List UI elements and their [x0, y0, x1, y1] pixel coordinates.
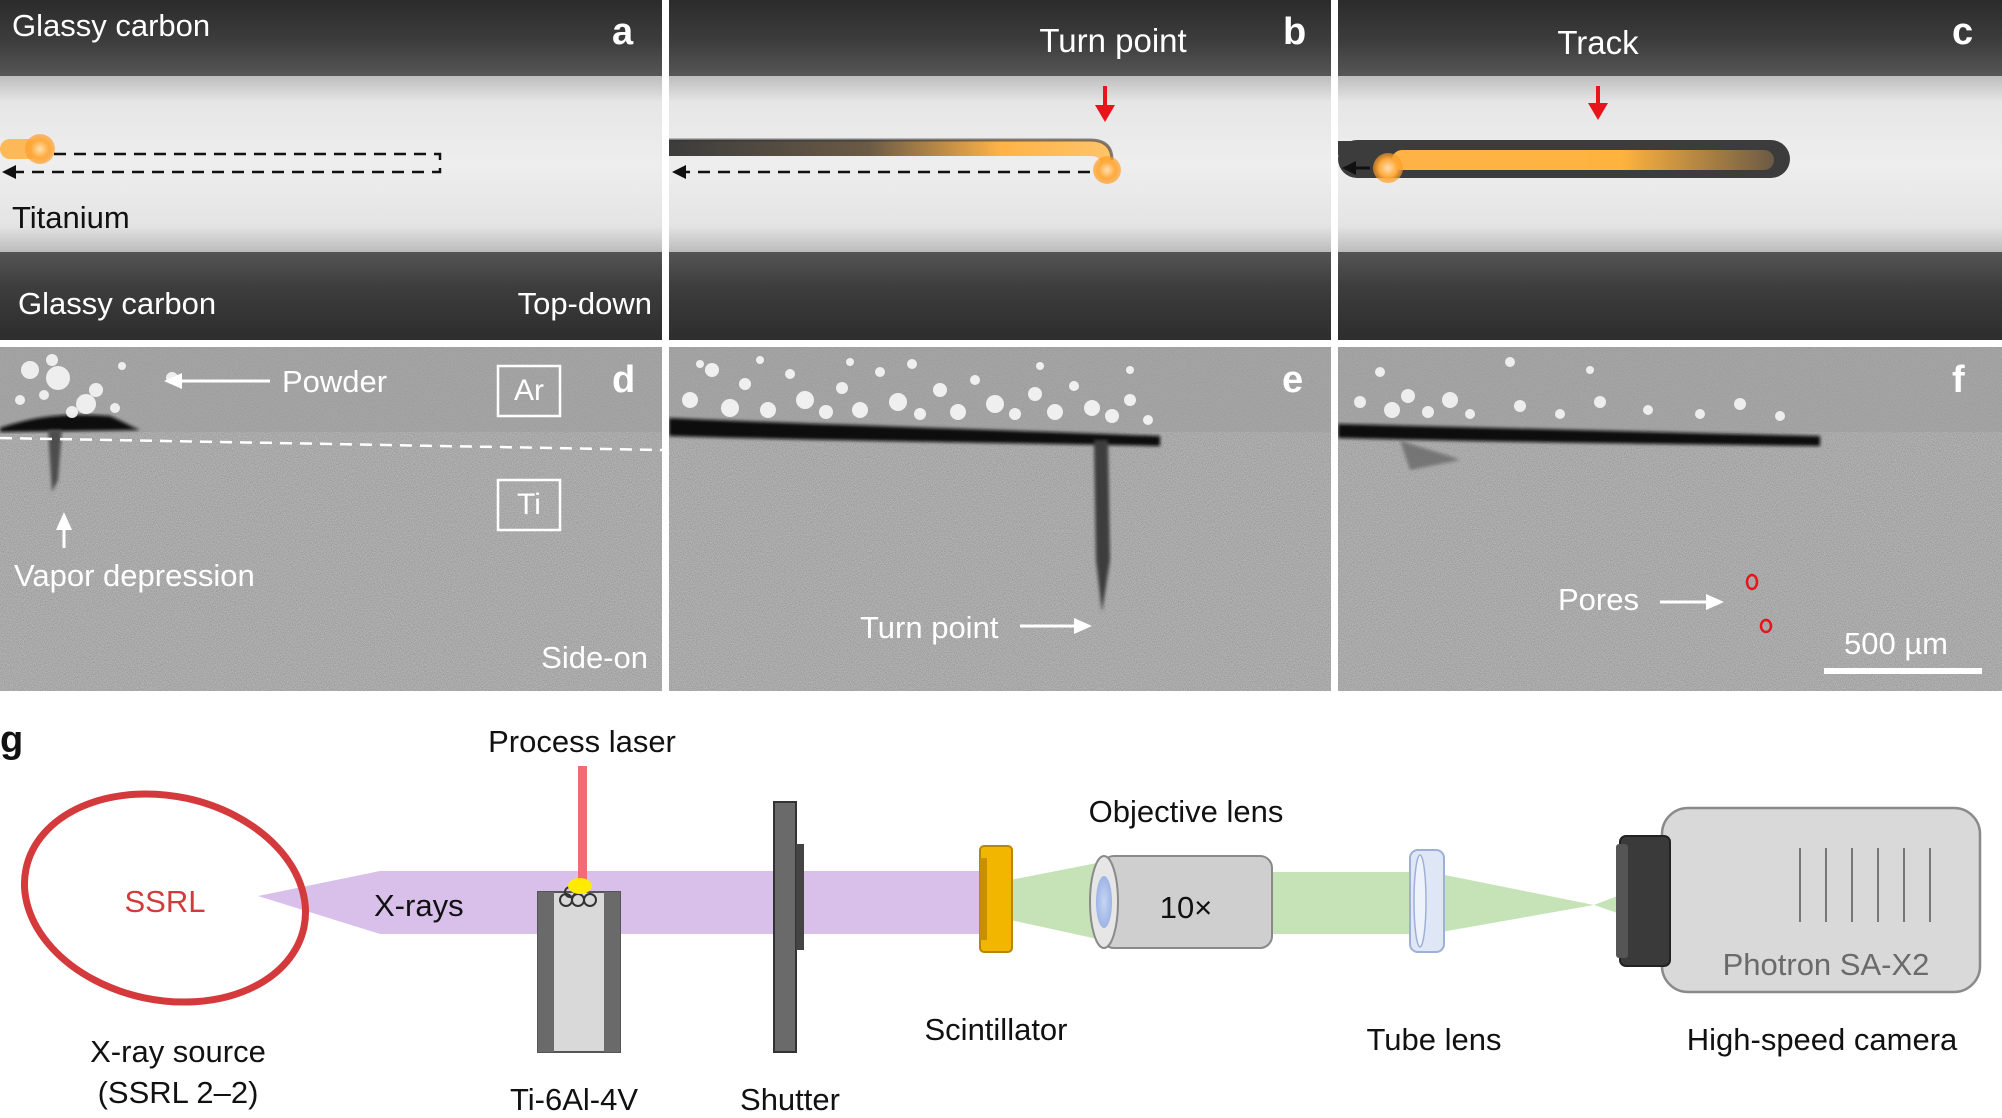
scan-arrowhead-c	[1342, 161, 1356, 175]
visible-beam-objective	[1010, 862, 1102, 940]
panel-letter-a: a	[612, 11, 634, 53]
ti-box	[496, 478, 562, 532]
panel-letter-e: e	[1282, 359, 1303, 401]
visible-beam-tube	[1430, 872, 1594, 934]
panel-letter-f: f	[1952, 359, 1965, 401]
interface-dashed-line	[0, 436, 662, 452]
label-camera-model: Photron SA-X2	[1723, 947, 1930, 982]
sample-holder[interactable]	[537, 878, 621, 1053]
label-glassy-carbon-top: Glassy carbon	[12, 8, 210, 43]
label-sample: Ti-6Al-4V	[510, 1082, 638, 1117]
shutter[interactable]	[773, 801, 804, 1053]
panel-c: Track c	[1338, 0, 2002, 340]
label-magnification: 10×	[1160, 890, 1213, 925]
panel-g: g SSRL X-rays X-ray source (SSRL 2–2) Pr…	[0, 719, 1982, 1117]
label-glassy-carbon-bottom: Glassy carbon	[18, 286, 216, 321]
label-vapor-depression: Vapor depression	[14, 558, 255, 593]
panel-letter-c: c	[1952, 11, 1973, 53]
powder-arrow	[164, 373, 270, 389]
label-titanium: Titanium	[12, 200, 130, 235]
track-arrow	[1588, 86, 1608, 120]
pore-marker	[1759, 618, 1773, 634]
label-source-line2: (SSRL 2–2)	[98, 1075, 259, 1110]
label-process-laser: Process laser	[488, 724, 676, 759]
scale-bar	[1824, 668, 1982, 674]
turn-point-e-arrow	[1020, 618, 1092, 634]
turn-point-arrow	[1095, 86, 1115, 122]
panel-f: Pores f 500 µm	[1338, 347, 2002, 691]
scale-bar-label: 500 µm	[1844, 626, 1948, 661]
panel-b: Turn point b	[669, 0, 1331, 340]
visible-beam-middle	[1270, 872, 1430, 934]
label-scintillator: Scintillator	[925, 1012, 1068, 1047]
camera-vent-lines	[1799, 848, 1931, 922]
xray-source-ring[interactable]	[5, 769, 325, 1028]
label-xrays: X-rays	[374, 888, 464, 923]
panel-a: Glassy carbon a Titanium Glassy carbon T…	[0, 0, 662, 340]
label-pores: Pores	[1558, 582, 1639, 617]
label-turn-point-e: Turn point	[860, 610, 999, 645]
title-turn-point: Turn point	[1039, 22, 1186, 59]
melt-spot-b	[1093, 156, 1121, 184]
label-ar: Ar	[514, 374, 544, 407]
tube-lens[interactable]	[1409, 849, 1445, 953]
label-ssrl: SSRL	[125, 884, 206, 919]
title-track: Track	[1557, 24, 1639, 61]
pores-arrow	[1660, 594, 1724, 610]
scan-arrowhead-a	[2, 165, 16, 179]
pore-marker	[1745, 573, 1759, 591]
melt-spot-c	[1373, 153, 1403, 183]
objective-lens[interactable]	[1089, 855, 1273, 949]
panel-letter-d: d	[612, 359, 635, 401]
process-laser-beam	[578, 766, 587, 884]
label-shutter: Shutter	[740, 1082, 840, 1117]
laser-track-b	[669, 138, 1121, 184]
label-tube-lens: Tube lens	[1367, 1022, 1502, 1057]
label-camera: High-speed camera	[1687, 1022, 1958, 1057]
panel-letter-g: g	[0, 719, 23, 761]
panel-letter-b: b	[1283, 11, 1306, 53]
pore-markers	[1745, 573, 1773, 634]
high-speed-camera[interactable]	[1616, 806, 1982, 994]
panel-e: e Turn point	[669, 347, 1331, 691]
melt-spot-a	[25, 134, 55, 164]
laser-track-a	[0, 134, 442, 179]
label-side-on: Side-on	[541, 640, 648, 675]
label-ti: Ti	[517, 488, 541, 521]
laser-spot	[568, 878, 592, 894]
scan-arrowhead-b	[672, 165, 686, 179]
label-powder: Powder	[282, 364, 387, 399]
panel-separators	[0, 0, 2002, 692]
label-objective: Objective lens	[1089, 794, 1284, 829]
panel-d: Powder Ar Ti d Vapor depression Side-on	[0, 347, 662, 691]
label-source-line1: X-ray source	[90, 1034, 266, 1069]
vapor-depression-arrow	[56, 512, 72, 548]
scintillator[interactable]	[979, 845, 1013, 953]
label-top-down: Top-down	[518, 286, 652, 321]
ar-box	[496, 364, 562, 418]
laser-track-c	[1338, 140, 1790, 183]
